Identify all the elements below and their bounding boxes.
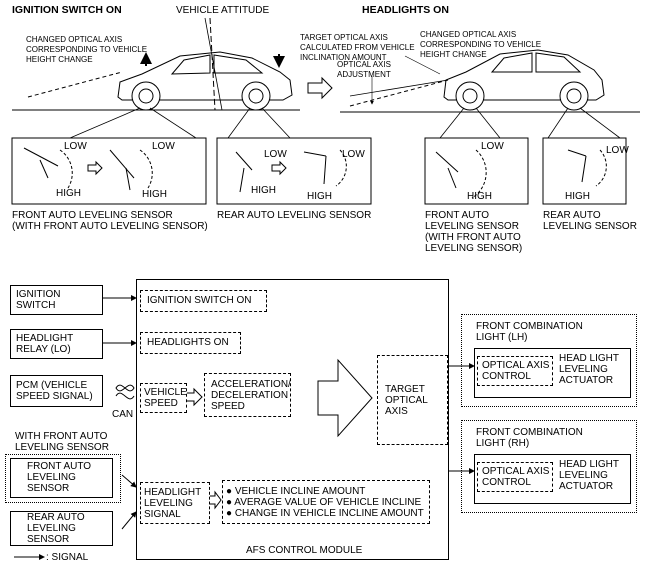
signal-legend: : SIGNAL	[46, 552, 89, 563]
panel1-high: HIGH	[56, 188, 81, 199]
callout-lines	[69, 107, 621, 139]
panel4-low: LOW	[606, 145, 629, 156]
incline-text: ● VEHICLE INCLINE AMOUNT ● AVERAGE VALUE…	[226, 486, 424, 519]
headlight-relay-text: HEADLIGHT RELAY (LO)	[16, 333, 74, 355]
pcm-box: PCM (VEHICLE SPEED SIGNAL)	[10, 375, 103, 407]
rh-inner-box: OPTICAL AXIS CONTROL HEAD LIGHT LEVELING…	[474, 454, 631, 504]
target-optical-axis-label: TARGET OPTICAL AXIS CALCULATED FROM VEHI…	[300, 33, 415, 62]
lh-inner-box: OPTICAL AXIS CONTROL HEAD LIGHT LEVELING…	[474, 348, 631, 398]
lh-oac-box: OPTICAL AXIS CONTROL	[477, 356, 553, 386]
incline-box: ● VEHICLE INCLINE AMOUNT ● AVERAGE VALUE…	[222, 480, 430, 524]
sensor-sketches	[23, 147, 607, 199]
transition-arrow	[307, 76, 333, 100]
panel2-low: LOW	[264, 149, 287, 160]
flow-arrows	[185, 358, 373, 510]
rear-sensor-text: REAR AUTO LEVELING SENSOR	[27, 512, 85, 545]
optical-axis-adjustment-label: OPTICAL AXIS ADJUSTMENT	[337, 60, 391, 79]
front-sensor-caption-left: FRONT AUTO LEVELING SENSOR (WITH FRONT A…	[12, 210, 208, 232]
panel2b-low: LOW	[342, 149, 365, 160]
with-front-sensor-label: WITH FRONT AUTO LEVELING SENSOR	[15, 431, 109, 453]
front-sensor-box: FRONT AUTO LEVELING SENSOR	[10, 458, 113, 498]
vehicle-attitude-label: VEHICLE ATTITUDE	[176, 5, 270, 16]
afs-control-module	[136, 279, 449, 560]
signal-arrows	[14, 295, 475, 560]
target-axis-text: TARGET OPTICAL AXIS	[385, 384, 428, 417]
vehicle-speed-text: VEHICLE SPEED	[144, 387, 187, 409]
pcm-text: PCM (VEHICLE SPEED SIGNAL)	[16, 380, 93, 402]
front-sensor-caption-right: FRONT AUTO LEVELING SENSOR (WITH FRONT A…	[425, 210, 523, 254]
panel1b-high: HIGH	[142, 189, 167, 200]
changed-optical-axis-right: CHANGED OPTICAL AXIS CORRESPONDING TO VE…	[420, 30, 542, 59]
headlights-on-title: HEADLIGHTS ON	[362, 4, 449, 16]
ignition-switch-text: IGNITION SWITCH	[16, 289, 61, 311]
headlight-relay-box: HEADLIGHT RELAY (LO)	[10, 329, 103, 359]
panel3-low: LOW	[481, 141, 504, 152]
light-beam-left	[27, 71, 123, 98]
rear-sensor-box: REAR AUTO LEVELING SENSOR	[10, 511, 113, 546]
lh-actuator-text: HEAD LIGHT LEVELING ACTUATOR	[559, 353, 620, 386]
hl-signal-box: HEADLIGHT LEVELING SIGNAL	[140, 482, 210, 524]
panel1-low: LOW	[64, 141, 87, 152]
beam-target	[349, 79, 449, 107]
panel2-high: HIGH	[251, 185, 276, 196]
vertical-axis	[209, 17, 216, 111]
can-bus-wire	[115, 384, 135, 400]
panel4-high: HIGH	[565, 191, 590, 202]
panel1b-low: LOW	[152, 141, 175, 152]
hl-signal-text: HEADLIGHT LEVELING SIGNAL	[144, 487, 202, 520]
beam-changed	[349, 79, 449, 97]
front-combo-rh-text: FRONT COMBINATION LIGHT (RH)	[476, 427, 583, 449]
vehicle-speed-box: VEHICLE SPEED	[140, 383, 187, 413]
rear-sensor-caption-left: REAR AUTO LEVELING SENSOR	[217, 210, 372, 221]
accel-text: ACCELERATION/ DECELERATION SPEED	[211, 379, 291, 412]
ignition-on-text: IGNITION SWITCH ON	[147, 295, 252, 306]
target-axis-box: TARGET OPTICAL AXIS	[377, 355, 448, 445]
headlights-on-text: HEADLIGHTS ON	[147, 337, 229, 348]
front-combo-rh: FRONT COMBINATION LIGHT (RH)	[461, 420, 637, 513]
headlights-on-box: HEADLIGHTS ON	[140, 332, 241, 354]
lh-oac-text: OPTICAL AXIS CONTROL	[482, 360, 550, 382]
changed-optical-axis-left: CHANGED OPTICAL AXIS CORRESPONDING TO VE…	[26, 35, 148, 64]
front-sensor-group	[5, 454, 121, 503]
front-sensor-text: FRONT AUTO LEVELING SENSOR	[27, 461, 92, 494]
ignition-on-box: IGNITION SWITCH ON	[140, 290, 267, 312]
accel-box: ACCELERATION/ DECELERATION SPEED	[204, 373, 291, 417]
ignition-switch-on-title: IGNITION SWITCH ON	[12, 4, 122, 16]
rear-sensor-caption-right: REAR AUTO LEVELING SENSOR	[543, 210, 637, 232]
afs-module-label: AFS CONTROL MODULE	[246, 545, 363, 556]
can-label: CAN	[112, 409, 134, 420]
vertical-axis-tilt	[204, 17, 223, 111]
front-combo-lh: FRONT COMBINATION LIGHT (LH)	[461, 314, 637, 407]
leader-changed-right	[404, 55, 441, 75]
ignition-switch-box: IGNITION SWITCH	[10, 285, 103, 315]
rh-actuator-text: HEAD LIGHT LEVELING ACTUATOR	[559, 459, 620, 492]
sensor-panels	[11, 137, 627, 205]
car-left	[117, 51, 293, 111]
front-combo-lh-text: FRONT COMBINATION LIGHT (LH)	[476, 321, 583, 343]
panel2b-high: HIGH	[307, 191, 332, 202]
car-right	[443, 49, 605, 111]
panel3-high: HIGH	[467, 191, 492, 202]
rh-oac-text: OPTICAL AXIS CONTROL	[482, 466, 550, 488]
rh-oac-box: OPTICAL AXIS CONTROL	[477, 462, 553, 492]
